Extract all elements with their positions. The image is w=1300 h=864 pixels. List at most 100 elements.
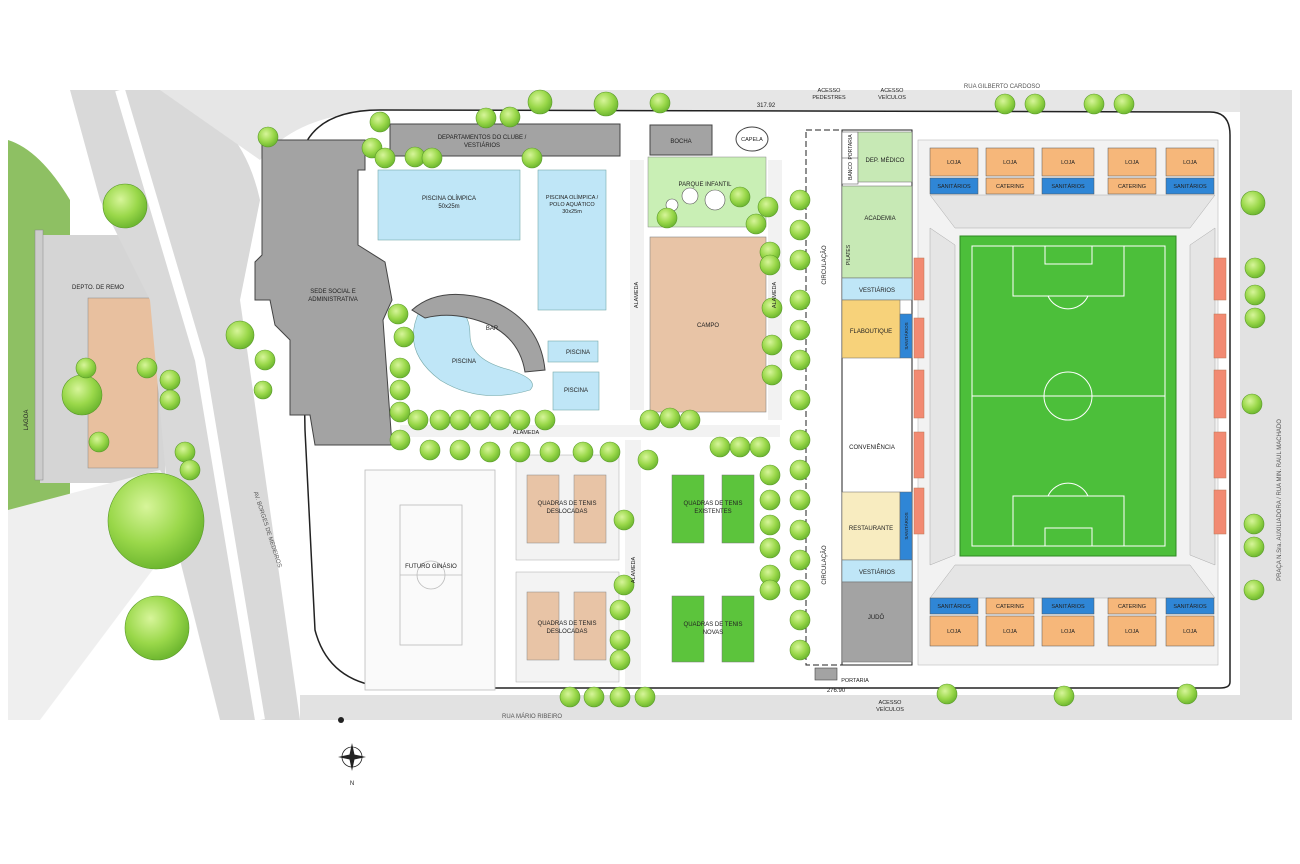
loja-bottom-5-label: LOJA [1183,629,1197,635]
tree-icon [609,629,631,651]
tree-icon [1243,579,1265,601]
tree-icon [389,401,411,423]
tree-icon [374,147,396,169]
label-parque: PARQUE INFANTIL [679,182,733,188]
tree-icon [583,686,605,708]
tree-icon [759,514,781,536]
loja-bottom-5-box [1165,615,1215,647]
tree-icon [759,489,781,511]
tree-icon [389,429,411,451]
label-circulacao-1: CIRCULAÇÃO [821,245,828,285]
label-departamentos-2: VESTIÁRIOS [464,142,500,149]
tree-icon [75,357,97,379]
label-capela: CAPELA [741,137,763,143]
academia-box [841,185,913,279]
parque-play-2 [704,189,726,211]
label-lagoa: LAGOA [24,410,30,431]
tree-icon [1176,683,1198,705]
tree-icon [509,409,531,431]
sanitarios-bottom-5-box [1165,597,1215,615]
label-circulacao-2: CIRCULAÇÃO [821,545,828,585]
loja-top-1-box [929,147,979,177]
tree-icon [179,459,201,481]
circulacao-corridor [805,129,843,666]
seat-blocks [913,257,1227,535]
tree-icon [88,431,110,453]
catering-top-4-box [1107,177,1157,195]
piscina-curva [413,305,533,396]
piscina-pequena-2 [552,371,600,411]
tree-icon [572,441,594,463]
tree-icon [789,519,811,541]
label-rua-mario: RUA MÁRIO RIBEIRO [502,713,562,720]
ginasio-outline [364,469,496,691]
tenis-novas-b [721,595,755,663]
tree-icon [107,472,205,570]
loja-bottom-3-box [1041,615,1095,647]
tree-icon [936,683,958,705]
catering-bottom-2-label: CATERING [996,604,1024,610]
sanitarios-top-5-box [1165,177,1215,195]
tree-icon [489,409,511,431]
label-alameda-1: ALAMEDA [634,282,640,309]
portaria-bottom-box [814,667,838,681]
label-dep-medico: DEP. MÉDICO [866,157,905,164]
loja-top-1-label: LOJA [947,160,961,166]
tree-icon [527,89,553,115]
label-departamentos-1: DEPARTAMENTOS DO CLUBE / [438,135,527,141]
loja-bottom-1-label: LOJA [947,629,961,635]
tree-icon [593,91,619,117]
stand-right [1189,227,1216,566]
tenis-deslocadas-1-b [573,474,607,544]
sanitarios-top-1-label: SANITÁRIOS [937,183,971,190]
alameda-path-4 [625,440,641,685]
road-top-curve [160,90,1240,160]
tenis-existentes-b [721,474,755,544]
trees [61,89,1266,708]
tree-icon [599,441,621,463]
tree-icon [789,219,811,241]
label-piscina-olimpica-1: PISCINA OLÍMPICA [422,195,476,202]
catering-bottom-4-box [1107,597,1157,615]
loja-top-4-box [1107,147,1157,177]
tree-icon [789,289,811,311]
tree-icon [729,436,751,458]
tree-icon [613,509,635,531]
label-polo-1: PISCINA OLÍMPICA / [546,194,599,201]
tree-icon [449,409,471,431]
acesso-veiculos-bottom-1: ACESSO [879,700,903,706]
tree-icon [136,357,158,379]
catering-top-4-label: CATERING [1118,184,1146,190]
stand-top [929,194,1216,229]
road-avenue [70,90,300,720]
piscina-olimpica [377,169,521,241]
loja-top-3-label: LOJA [1061,160,1075,166]
tenis-deslocadas-2-a [526,591,560,661]
acesso-pedestres-2: PEDESTRES [812,95,846,101]
label-sede-2: ADMINISTRATIVA [308,297,357,303]
label-campo: CAMPO [697,323,719,329]
tree-icon [479,441,501,463]
tree-icon [761,334,783,356]
dep-medico-box [857,131,913,183]
dimension-bottom: 276.90 [827,688,846,694]
tree-icon [102,183,148,229]
tree-icon [609,686,631,708]
sanitarios-bottom-1-label: SANITÁRIOS [937,603,971,610]
bocha-building [649,124,713,156]
tree-icon [389,357,411,379]
tree-icon [1243,536,1265,558]
sanitarios-v1-box [899,313,913,359]
tree-icon [639,409,661,431]
tree-icon [749,436,771,458]
capela-building [735,126,769,152]
tenis-existentes-a [671,474,705,544]
tree-icon [407,409,429,431]
piscina-polo [537,169,607,311]
label-quadras-existentes-a: QUADRAS DE TENIS [684,501,743,507]
label-remo: DEPTO. DE REMO [72,285,124,291]
tree-icon [1113,93,1135,115]
catering-top-2-box [985,177,1035,195]
sanitarios-top-3-label: SANITÁRIOS [1051,183,1085,190]
